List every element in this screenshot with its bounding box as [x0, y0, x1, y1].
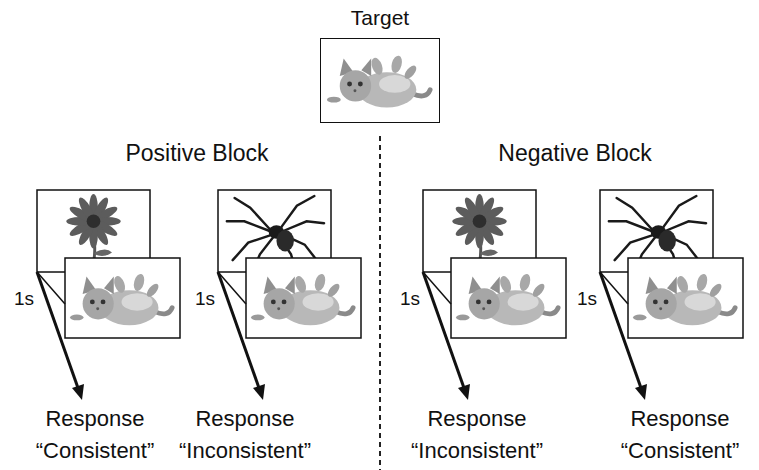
- response-label: Response “Consistent”: [602, 403, 758, 467]
- duration-label: 1s: [193, 288, 215, 310]
- block-divider: [379, 136, 381, 470]
- duration-label: 1s: [575, 288, 597, 310]
- response-label: Response “Inconsistent”: [167, 403, 323, 467]
- duration-label: 1s: [398, 288, 420, 310]
- response-label: Response “Consistent”: [17, 403, 173, 467]
- kitten-photo: [70, 273, 172, 326]
- kitten-photo: [456, 273, 558, 326]
- arrow-head: [72, 384, 84, 400]
- target-frame: [246, 258, 361, 338]
- stimulus-frame: Target: [320, 38, 440, 123]
- response-label: Response “Inconsistent”: [399, 403, 555, 467]
- response-arrow: [37, 272, 78, 388]
- kitten-photo: [327, 54, 430, 107]
- kitten-photo: [633, 273, 735, 326]
- target-frame: [628, 258, 743, 338]
- response-arrow: [218, 272, 259, 388]
- kitten-photo: [251, 273, 353, 326]
- response-arrow: [600, 272, 641, 388]
- target-frame: [451, 258, 566, 338]
- trial-sequence: [600, 190, 743, 400]
- block-heading: Positive Block: [77, 139, 317, 167]
- duration-label: 1s: [12, 288, 34, 310]
- block-heading: Negative Block: [455, 139, 695, 167]
- spider-photo: [609, 196, 706, 268]
- target-frame: [65, 258, 180, 338]
- frame-heading: Target: [351, 5, 409, 31]
- response-arrow: [423, 272, 464, 388]
- trial-sequence: [37, 190, 180, 400]
- arrow-head: [253, 384, 265, 400]
- arrow-head: [635, 384, 647, 400]
- trial-sequence: [218, 190, 361, 400]
- spider-photo: [227, 196, 324, 268]
- arrow-head: [458, 384, 470, 400]
- trial-sequence: [423, 190, 566, 400]
